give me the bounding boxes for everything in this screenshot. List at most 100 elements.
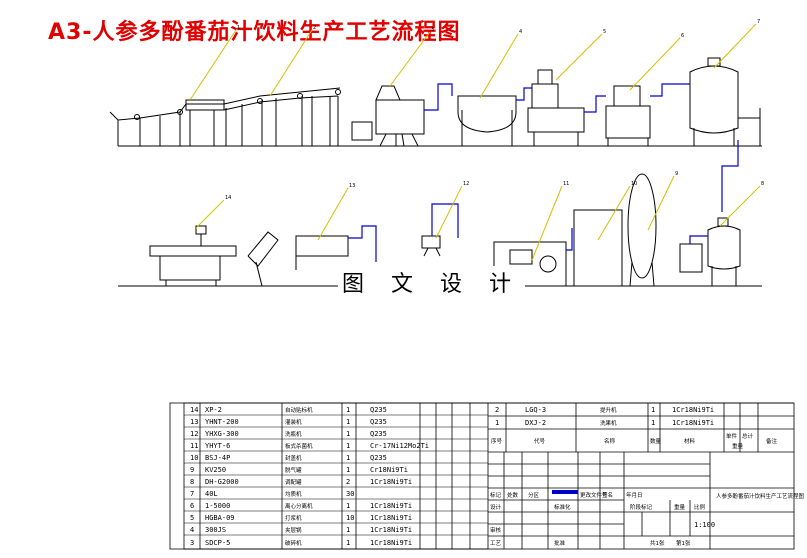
table-row: 5 HGBA-09 打浆机 10 1Cr18Ni9Ti — [184, 514, 488, 524]
cell-no: 12 — [190, 430, 198, 438]
table-row: 2 LGQ-3 提升机 1 1Cr18Ni9Ti — [495, 406, 714, 414]
cell-name: 脱气罐 — [285, 466, 302, 474]
equipment-tag: 5 — [603, 29, 606, 35]
cell-code: KV250 — [205, 466, 226, 474]
sterilizer-11 — [493, 241, 567, 287]
cell-no: 9 — [190, 466, 194, 474]
cell-qty: 10 — [346, 514, 354, 522]
cell-qty: 30 — [346, 490, 354, 498]
equipment-tag: 2 — [313, 25, 316, 31]
title-block-bar — [552, 490, 578, 494]
cell-qty: 2 — [346, 478, 350, 486]
cell-material: 1Cr18Ni9Ti — [672, 406, 714, 414]
cell-no: 5 — [190, 514, 194, 522]
cell-name: 洗果机 — [600, 419, 617, 427]
label-design: 设计 — [490, 503, 502, 511]
cell-qty: 1 — [651, 419, 655, 427]
cell-code: LGQ-3 — [525, 406, 546, 414]
label-process: 工艺 — [490, 540, 502, 547]
label-sheet: 第1张 — [676, 539, 691, 547]
table-row: 13 YHNT-200 灌装机 1 Q235 — [184, 418, 488, 428]
title-block: 标记 处数 分区 更改文件号 签名 年月日 设计 标准化 阶段标记 重量 比例 … — [490, 491, 805, 547]
header-name: 名称 — [604, 437, 616, 445]
cell-code: HGBA-09 — [205, 514, 235, 522]
cell-name: 封盖机 — [285, 454, 302, 462]
cell-no: 1 — [495, 419, 499, 427]
cell-material: Cr-17Ni12Mo2Ti — [370, 442, 429, 450]
cell-qty: 1 — [346, 454, 350, 462]
cell-name: 板式杀菌机 — [285, 442, 313, 450]
cell-no: 10 — [190, 454, 198, 462]
table-row: 6 1-5000 离心分离机 1 1Cr18Ni9Ti — [184, 502, 488, 512]
cell-name: 夹层锅 — [285, 526, 302, 534]
cell-no: 2 — [495, 406, 499, 414]
label-review: 审核 — [490, 526, 502, 534]
header-remark: 备注 — [766, 437, 778, 445]
table-row: 8 DH-G2000 调配罐 2 1Cr18Ni9Ti — [184, 478, 488, 488]
mixing-tank-8 — [679, 217, 741, 286]
cell-qty: 1 — [346, 418, 350, 426]
cell-no: 14 — [190, 406, 198, 414]
table-row: 4 300JS 夹层锅 1 1Cr18Ni9Ti — [184, 526, 488, 536]
header-qty: 数量 — [650, 437, 662, 445]
cell-name: 破碎机 — [285, 539, 302, 547]
header-no: 序号 — [491, 437, 503, 445]
cell-material: 1Cr18Ni9Ti — [370, 539, 412, 547]
equipment-tag: 4 — [519, 29, 522, 35]
washer-conveyor-1 — [109, 99, 225, 146]
cell-material: Q235 — [370, 418, 387, 426]
labeler-14 — [149, 225, 237, 286]
cell-code: 40L — [205, 490, 218, 498]
watermark-text: 图 文 设 计 — [338, 266, 525, 298]
equipment-tag: 1 — [237, 25, 240, 31]
jacketed-kettle-4 — [457, 95, 517, 146]
equipment-tag: 3 — [431, 27, 434, 33]
cell-code: 300JS — [205, 526, 226, 534]
equipment-tag: 11 — [563, 181, 569, 187]
cell-material: Q235 — [370, 430, 387, 438]
holding-tank-9 — [573, 209, 623, 287]
upper-pipes — [424, 83, 739, 212]
table-row: 11 YHYT-6 板式杀菌机 1 Cr-17Ni12Mo2Ti — [184, 442, 488, 452]
cell-name: 离心分离机 — [285, 502, 313, 510]
drawing-title: A3-人参多酚番茄汁饮料生产工艺流程图 — [48, 20, 461, 45]
cell-no: 8 — [190, 478, 194, 486]
lower-pipes — [348, 203, 708, 262]
title-block-drawing-name: 人参多酚番茄汁饮料生产工艺流程图 — [716, 492, 805, 500]
table-row: 1 DXJ-2 洗果机 1 1Cr18Ni9Ti — [495, 419, 714, 427]
cell-name: 打浆机 — [285, 514, 302, 522]
cell-no: 4 — [190, 526, 194, 534]
cell-code: DH-G2000 — [205, 478, 239, 486]
label-stage-mark: 阶段标记 — [630, 503, 653, 511]
cell-material: 1Cr18Ni9Ti — [672, 419, 714, 427]
filler-13 — [247, 231, 349, 287]
cell-no: 7 — [190, 490, 194, 498]
label-zone: 分区 — [528, 491, 540, 499]
cell-qty: 1 — [346, 526, 350, 534]
label-mark: 标记 — [490, 491, 502, 499]
equipment-tag: 7 — [757, 19, 760, 25]
table-row: 3 SDCP-5 破碎机 1 1Cr18Ni9Ti — [190, 539, 412, 547]
cell-code: SDCP-5 — [205, 539, 230, 547]
cell-no: 13 — [190, 418, 198, 426]
table-row: 12 YHXG-300 洗瓶机 1 Q235 — [184, 430, 488, 440]
equipment-tag: 10 — [631, 181, 637, 187]
header-unit-weight: 单件 — [726, 432, 738, 440]
cell-name: 灌装机 — [285, 418, 302, 426]
cell-qty: 1 — [346, 466, 350, 474]
cell-name: 提升机 — [600, 406, 617, 414]
cell-material: Q235 — [370, 454, 387, 462]
parts-header-row: 序号 代号 名称 数量 材料 单件 总计 重量 备注 — [491, 432, 778, 450]
cell-code: YHXG-300 — [205, 430, 239, 438]
pulper-5 — [527, 69, 585, 146]
cell-name: 自动贴标机 — [285, 406, 313, 414]
cell-material: Cr18Ni9Ti — [370, 466, 408, 474]
table-row: 14 XP-2 自动贴标机 1 Q235 — [184, 406, 488, 416]
deaerator-tank — [627, 173, 657, 287]
cell-qty: 1 — [346, 539, 350, 547]
cell-code: DXJ-2 — [525, 419, 546, 427]
label-change-doc: 更改文件号 — [580, 491, 608, 499]
cell-qty: 1 — [346, 430, 350, 438]
header-weight: 重量 — [732, 442, 744, 450]
